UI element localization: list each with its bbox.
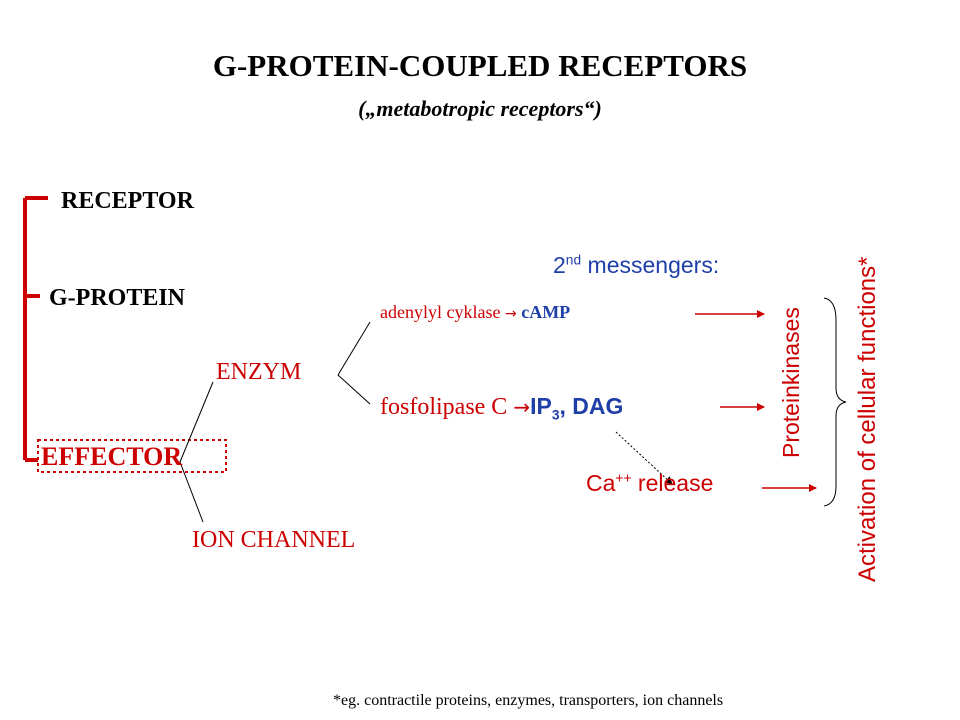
- enzym-to-fosfolipase-line: [337, 374, 371, 405]
- fosfolipase-enzyme-label: fosfolipase C: [380, 394, 508, 420]
- page-title: G-PROTEIN-COUPLED RECEPTORS: [212, 48, 748, 83]
- ip-subscript: 3: [551, 407, 560, 423]
- camp-label: cAMP: [521, 302, 571, 322]
- curly-brace: [823, 297, 847, 507]
- receptor-label: RECEPTOR: [61, 188, 194, 214]
- calcium-release-text: release: [631, 470, 714, 496]
- footnote: *eg. contractile proteins, enzymes, tran…: [333, 692, 724, 709]
- enzym-label: ENZYM: [216, 359, 302, 385]
- effector-to-enzym-line: [179, 381, 214, 463]
- enzym-to-adenylyl-line: [337, 321, 371, 376]
- calcium-ion: Ca: [586, 470, 616, 496]
- fosfolipase-pathway: fosfolipase C→IP3, DAG: [380, 393, 624, 422]
- second-messengers-sup: nd: [565, 252, 582, 268]
- page-subtitle: („metabotropic receptors“): [358, 96, 602, 121]
- second-messengers-label: 2nd messengers:: [553, 252, 720, 278]
- adenylyl-pathway: adenylyl cyklase → cAMP: [380, 303, 570, 321]
- calcium-sup: ++: [615, 470, 632, 486]
- effector-label: EFFECTOR: [41, 442, 183, 471]
- ip3-label: IP3, DAG: [530, 393, 624, 422]
- gprotein-label: G-PROTEIN: [49, 285, 186, 311]
- activation-label: Activation of cellular functions*: [854, 256, 881, 583]
- dag-text: , DAG: [559, 393, 624, 419]
- proteinkinases-label: Proteinkinases: [778, 307, 804, 458]
- calcium-release-label: Ca++ release: [586, 470, 714, 496]
- second-messengers-base: 2: [553, 252, 566, 278]
- ion-channel-label: ION CHANNEL: [192, 527, 356, 553]
- hierarchy-bracket: [23, 196, 48, 462]
- adenylyl-enzyme-label: adenylyl cyklase: [380, 302, 501, 322]
- adenylyl-arrow: →: [504, 306, 517, 322]
- ip-text: IP: [530, 393, 552, 419]
- effector-to-ion-channel-line: [179, 461, 204, 523]
- second-messengers-text: messengers:: [581, 252, 720, 278]
- fosfolipase-arrow: →: [513, 395, 531, 419]
- ip3-to-calcium-dotted-arrow: [615, 431, 673, 485]
- effector-dotted-box: [37, 439, 227, 473]
